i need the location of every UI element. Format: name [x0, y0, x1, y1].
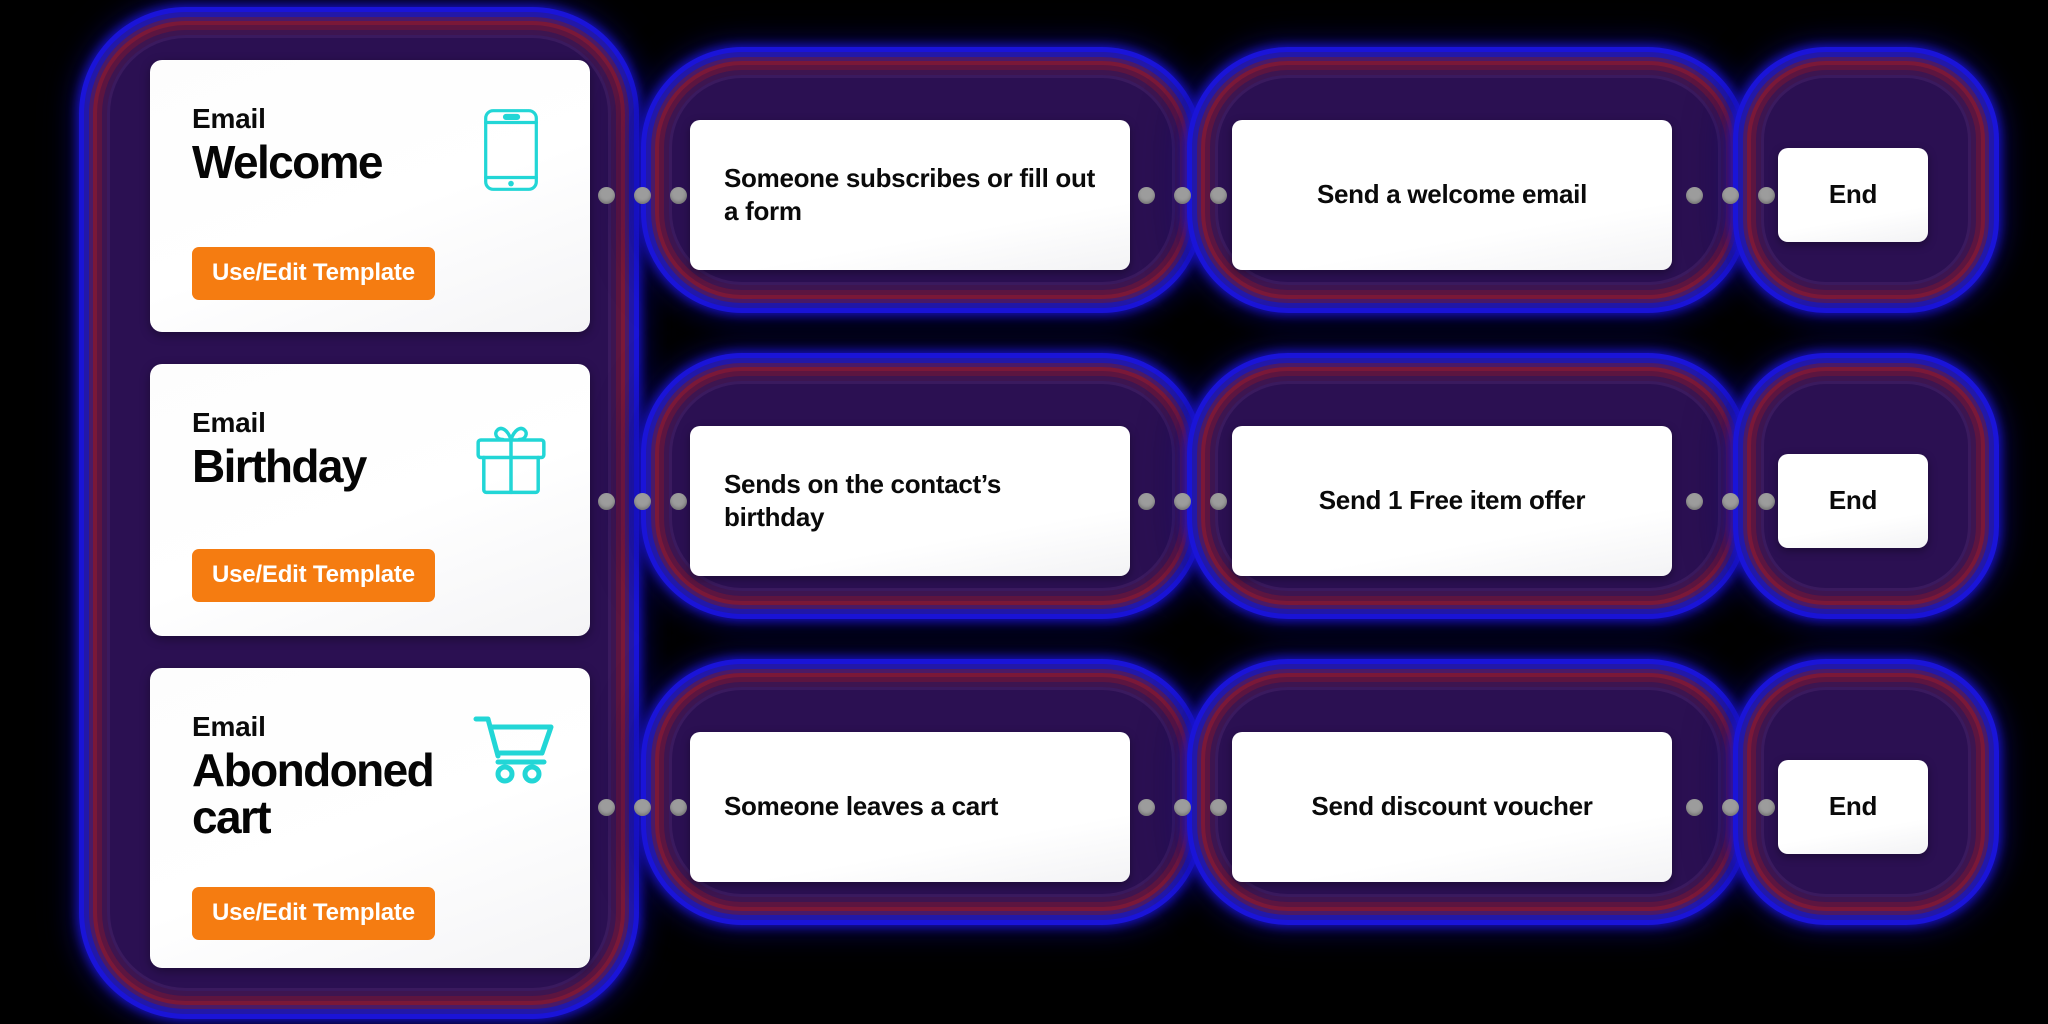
connector-dot	[1138, 493, 1155, 510]
connector-dot	[1210, 187, 1227, 204]
connector-dot	[1722, 493, 1739, 510]
connector-dot	[1686, 799, 1703, 816]
use-edit-template-button[interactable]: Use/Edit Template	[192, 549, 435, 602]
connector-dot	[1722, 799, 1739, 816]
connector-dots	[1686, 187, 1775, 204]
template-kicker: Email	[192, 711, 266, 742]
connector-dot	[1686, 493, 1703, 510]
template-kicker: Email	[192, 103, 266, 134]
connector-dot	[1210, 493, 1227, 510]
flow-action-box[interactable]: Send discount voucher	[1232, 732, 1672, 882]
connector-dot	[634, 799, 651, 816]
connector-dot	[670, 799, 687, 816]
flow-end-box[interactable]: End	[1778, 148, 1928, 242]
flow-action-box[interactable]: Send a welcome email	[1232, 120, 1672, 270]
smartphone-icon	[472, 108, 550, 192]
connector-dots	[598, 187, 687, 204]
template-card-abondoned-cart[interactable]: Email Abondoned cart Use/Edit Template	[150, 668, 590, 968]
flow-end-box[interactable]: End	[1778, 454, 1928, 548]
template-title: Birthday	[192, 440, 367, 493]
connector-dot	[1138, 187, 1155, 204]
template-kicker: Email	[192, 407, 266, 438]
connector-dot	[634, 493, 651, 510]
connector-dot	[1174, 799, 1191, 816]
connector-dots	[1686, 493, 1775, 510]
connector-dot	[1138, 799, 1155, 816]
use-edit-template-button[interactable]: Use/Edit Template	[192, 247, 435, 300]
shopping-cart-icon	[472, 712, 556, 784]
flow-action-box[interactable]: Send 1 Free item offer	[1232, 426, 1672, 576]
connector-dots	[598, 799, 687, 816]
connector-dot	[1174, 187, 1191, 204]
connector-dot	[1686, 187, 1703, 204]
connector-dots	[1686, 799, 1775, 816]
template-card-welcome[interactable]: Email Welcome Use/Edit Template	[150, 60, 590, 332]
template-title: Welcome	[192, 136, 384, 189]
connector-dot	[634, 187, 651, 204]
connector-dot	[1758, 799, 1775, 816]
connector-dot	[1722, 187, 1739, 204]
connector-dot	[598, 799, 615, 816]
flow-end-box[interactable]: End	[1778, 760, 1928, 854]
connector-dot	[1210, 799, 1227, 816]
connector-dot	[1758, 493, 1775, 510]
connector-dot	[1758, 187, 1775, 204]
connector-dot	[598, 493, 615, 510]
connector-dots	[598, 493, 687, 510]
template-title: Abondoned cart	[192, 744, 435, 844]
gift-icon	[472, 416, 550, 500]
flow-trigger-box[interactable]: Sends on the contact’s birthday	[690, 426, 1130, 576]
connector-dots	[1138, 799, 1227, 816]
flow-trigger-box[interactable]: Someone subscribes or fill out a form	[690, 120, 1130, 270]
connector-dots	[1138, 493, 1227, 510]
template-card-birthday[interactable]: Email Birthday Use/Edit Template	[150, 364, 590, 636]
connector-dot	[598, 187, 615, 204]
connector-dot	[670, 493, 687, 510]
connector-dot	[670, 187, 687, 204]
use-edit-template-button[interactable]: Use/Edit Template	[192, 887, 435, 940]
connector-dot	[1174, 493, 1191, 510]
flow-trigger-box[interactable]: Someone leaves a cart	[690, 732, 1130, 882]
connector-dots	[1138, 187, 1227, 204]
